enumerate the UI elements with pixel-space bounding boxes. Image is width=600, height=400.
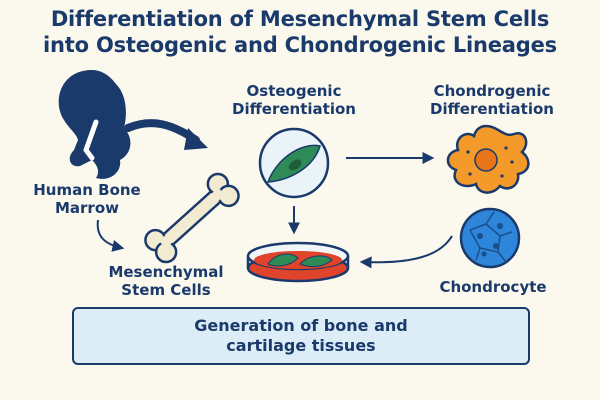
fetus-icon bbox=[58, 70, 131, 179]
label-mesenchymal-stem-cells: Mesenchymal Stem Cells bbox=[96, 263, 236, 299]
osteogenic-cell-icon bbox=[258, 127, 330, 199]
label-human-bone-marrow-line-2: Marrow bbox=[54, 199, 119, 217]
arrow-fetus-to-osteogenic bbox=[124, 119, 200, 144]
diagram-title: Differentiation of Mesenchymal Stem Cell… bbox=[0, 6, 600, 58]
arrow-fetus-to-osteogenic-head bbox=[184, 128, 208, 150]
label-chondrogenic-line-1: Chondrogenic bbox=[433, 82, 551, 100]
label-osteogenic-line-1: Osteogenic bbox=[246, 82, 342, 100]
title-line-2: into Osteogenic and Chondrogenic Lineage… bbox=[43, 33, 557, 57]
result-box-line-1: Generation of bone and bbox=[194, 316, 408, 335]
label-chondrocyte: Chondrocyte bbox=[428, 278, 558, 296]
title-line-1: Differentiation of Mesenchymal Stem Cell… bbox=[50, 7, 550, 31]
arrow-chondrocyte-to-dish bbox=[359, 235, 453, 269]
label-human-bone-marrow-line-1: Human Bone bbox=[33, 181, 141, 199]
label-human-bone-marrow: Human Bone Marrow bbox=[22, 181, 152, 217]
bone-icon bbox=[144, 172, 240, 264]
label-osteogenic-differentiation: Osteogenic Differentiation bbox=[224, 82, 364, 118]
label-chondrogenic-line-2: Differentiation bbox=[430, 100, 554, 118]
culture-dish-icon bbox=[246, 241, 350, 283]
label-mesenchymal-line-1: Mesenchymal bbox=[108, 263, 224, 281]
label-osteogenic-line-2: Differentiation bbox=[232, 100, 356, 118]
chondrocyte-icon bbox=[459, 207, 521, 269]
label-chondrogenic-differentiation: Chondrogenic Differentiation bbox=[412, 82, 572, 118]
result-box-line-2: cartilage tissues bbox=[226, 336, 376, 355]
result-box: Generation of bone and cartilage tissues bbox=[72, 307, 530, 365]
chondrogenic-cell-icon bbox=[446, 124, 530, 194]
label-mesenchymal-line-2: Stem Cells bbox=[121, 281, 211, 299]
arrow-marrow-to-msc bbox=[96, 219, 125, 252]
label-chondrocyte-text: Chondrocyte bbox=[439, 278, 547, 296]
